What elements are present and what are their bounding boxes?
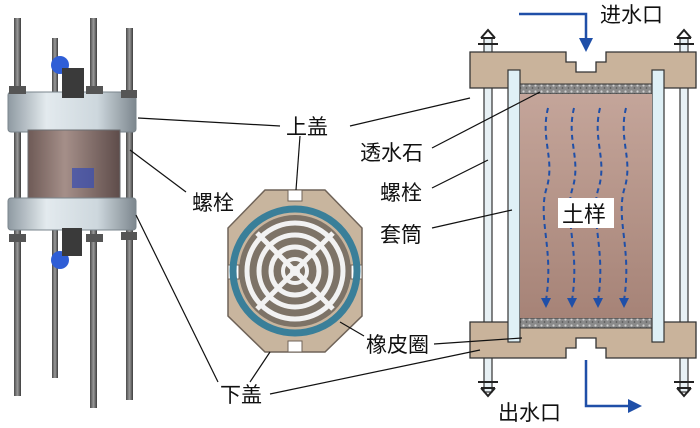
bottom-plate-photo — [7, 197, 137, 231]
seepage-flow-lines — [542, 107, 629, 301]
label-bolt-right: 螺栓 — [380, 181, 422, 205]
soil-label-bg — [558, 198, 614, 228]
valve-body-bottom — [62, 228, 82, 256]
grating-ring — [268, 244, 322, 298]
grating-hub — [290, 266, 300, 276]
sleeve-right-wall — [651, 69, 665, 343]
porous-stone-bottom — [519, 317, 653, 329]
outlet-arrowhead — [628, 399, 642, 413]
grating-ring — [256, 232, 334, 310]
sleeve-left-wall — [507, 69, 521, 343]
label-top-cover: 上盖 — [286, 115, 328, 139]
label-bottom-cover: 下盖 — [220, 383, 262, 407]
top-cover-section — [469, 51, 697, 89]
label-water-inlet: 进水口 — [600, 3, 663, 27]
leader-lines — [129, 91, 541, 395]
cylinder-photo — [27, 129, 121, 203]
label-water-outlet: 出水口 — [498, 401, 561, 425]
nut — [121, 232, 137, 240]
nut — [86, 86, 103, 94]
plate-notch — [287, 340, 303, 353]
valve-body-top — [62, 68, 84, 98]
seepage-arrowheads — [541, 298, 629, 308]
nut — [9, 86, 26, 94]
wing-nut — [478, 28, 498, 45]
inlet-arrowhead — [579, 38, 593, 52]
nut — [9, 234, 26, 242]
bottom-cover-section — [469, 321, 697, 359]
label-sleeve: 套筒 — [380, 223, 422, 247]
rubber-ring — [229, 205, 361, 337]
outlet-arrow-line — [584, 360, 630, 408]
label-rubber-ring: 橡皮圈 — [366, 333, 429, 357]
wing-nut — [478, 381, 498, 398]
wing-nut — [674, 28, 694, 45]
nut — [86, 234, 103, 242]
inlet-arrow-line — [519, 12, 588, 40]
blue-marking — [72, 168, 94, 188]
apparatus-photo — [7, 18, 137, 408]
wing-nut — [674, 381, 694, 398]
grating-ring — [244, 220, 346, 322]
cover-plate-view — [227, 189, 363, 353]
plate-notch — [287, 189, 303, 202]
label-porous-stone: 透水石 — [360, 141, 423, 165]
grating-ring — [281, 257, 309, 285]
nut — [121, 90, 137, 98]
label-bolt-left: 螺栓 — [192, 191, 234, 215]
label-soil-sample: 土样 — [562, 203, 606, 228]
